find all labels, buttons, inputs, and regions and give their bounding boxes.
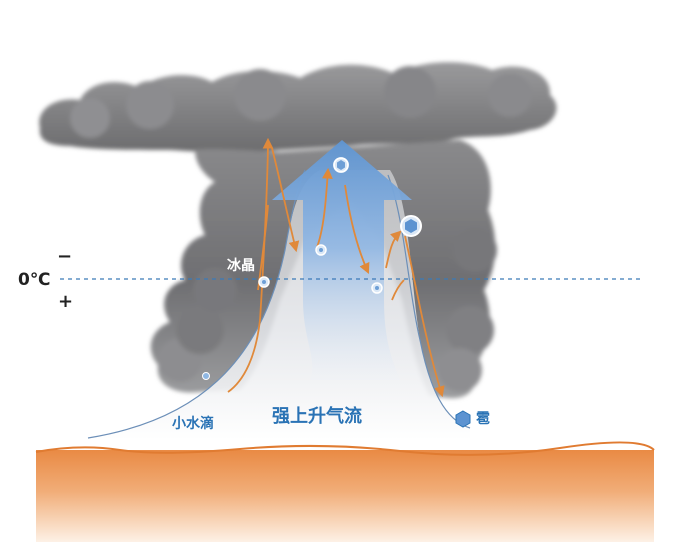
minus-sign-label: − bbox=[57, 246, 72, 267]
ice-crystal-label: 冰晶 bbox=[227, 257, 255, 274]
freezing-level-label: 0℃ bbox=[18, 270, 50, 290]
hailstone-icon bbox=[456, 411, 470, 427]
ground-layer bbox=[36, 450, 654, 542]
hailstone-icon bbox=[401, 216, 421, 236]
ice-crystal-icon bbox=[372, 283, 382, 293]
hail-label: 雹 bbox=[476, 410, 490, 427]
ice-crystal-icon bbox=[316, 245, 326, 255]
cloud-top-glow bbox=[322, 26, 382, 58]
droplet-icon bbox=[203, 373, 210, 380]
plus-sign-label: + bbox=[58, 291, 73, 312]
ice-crystal-icon bbox=[259, 277, 269, 287]
small-droplet-label: 小水滴 bbox=[172, 415, 214, 432]
ice-crystal-icon bbox=[334, 158, 348, 172]
strong-updraft-label: 强上升气流 bbox=[272, 405, 362, 427]
